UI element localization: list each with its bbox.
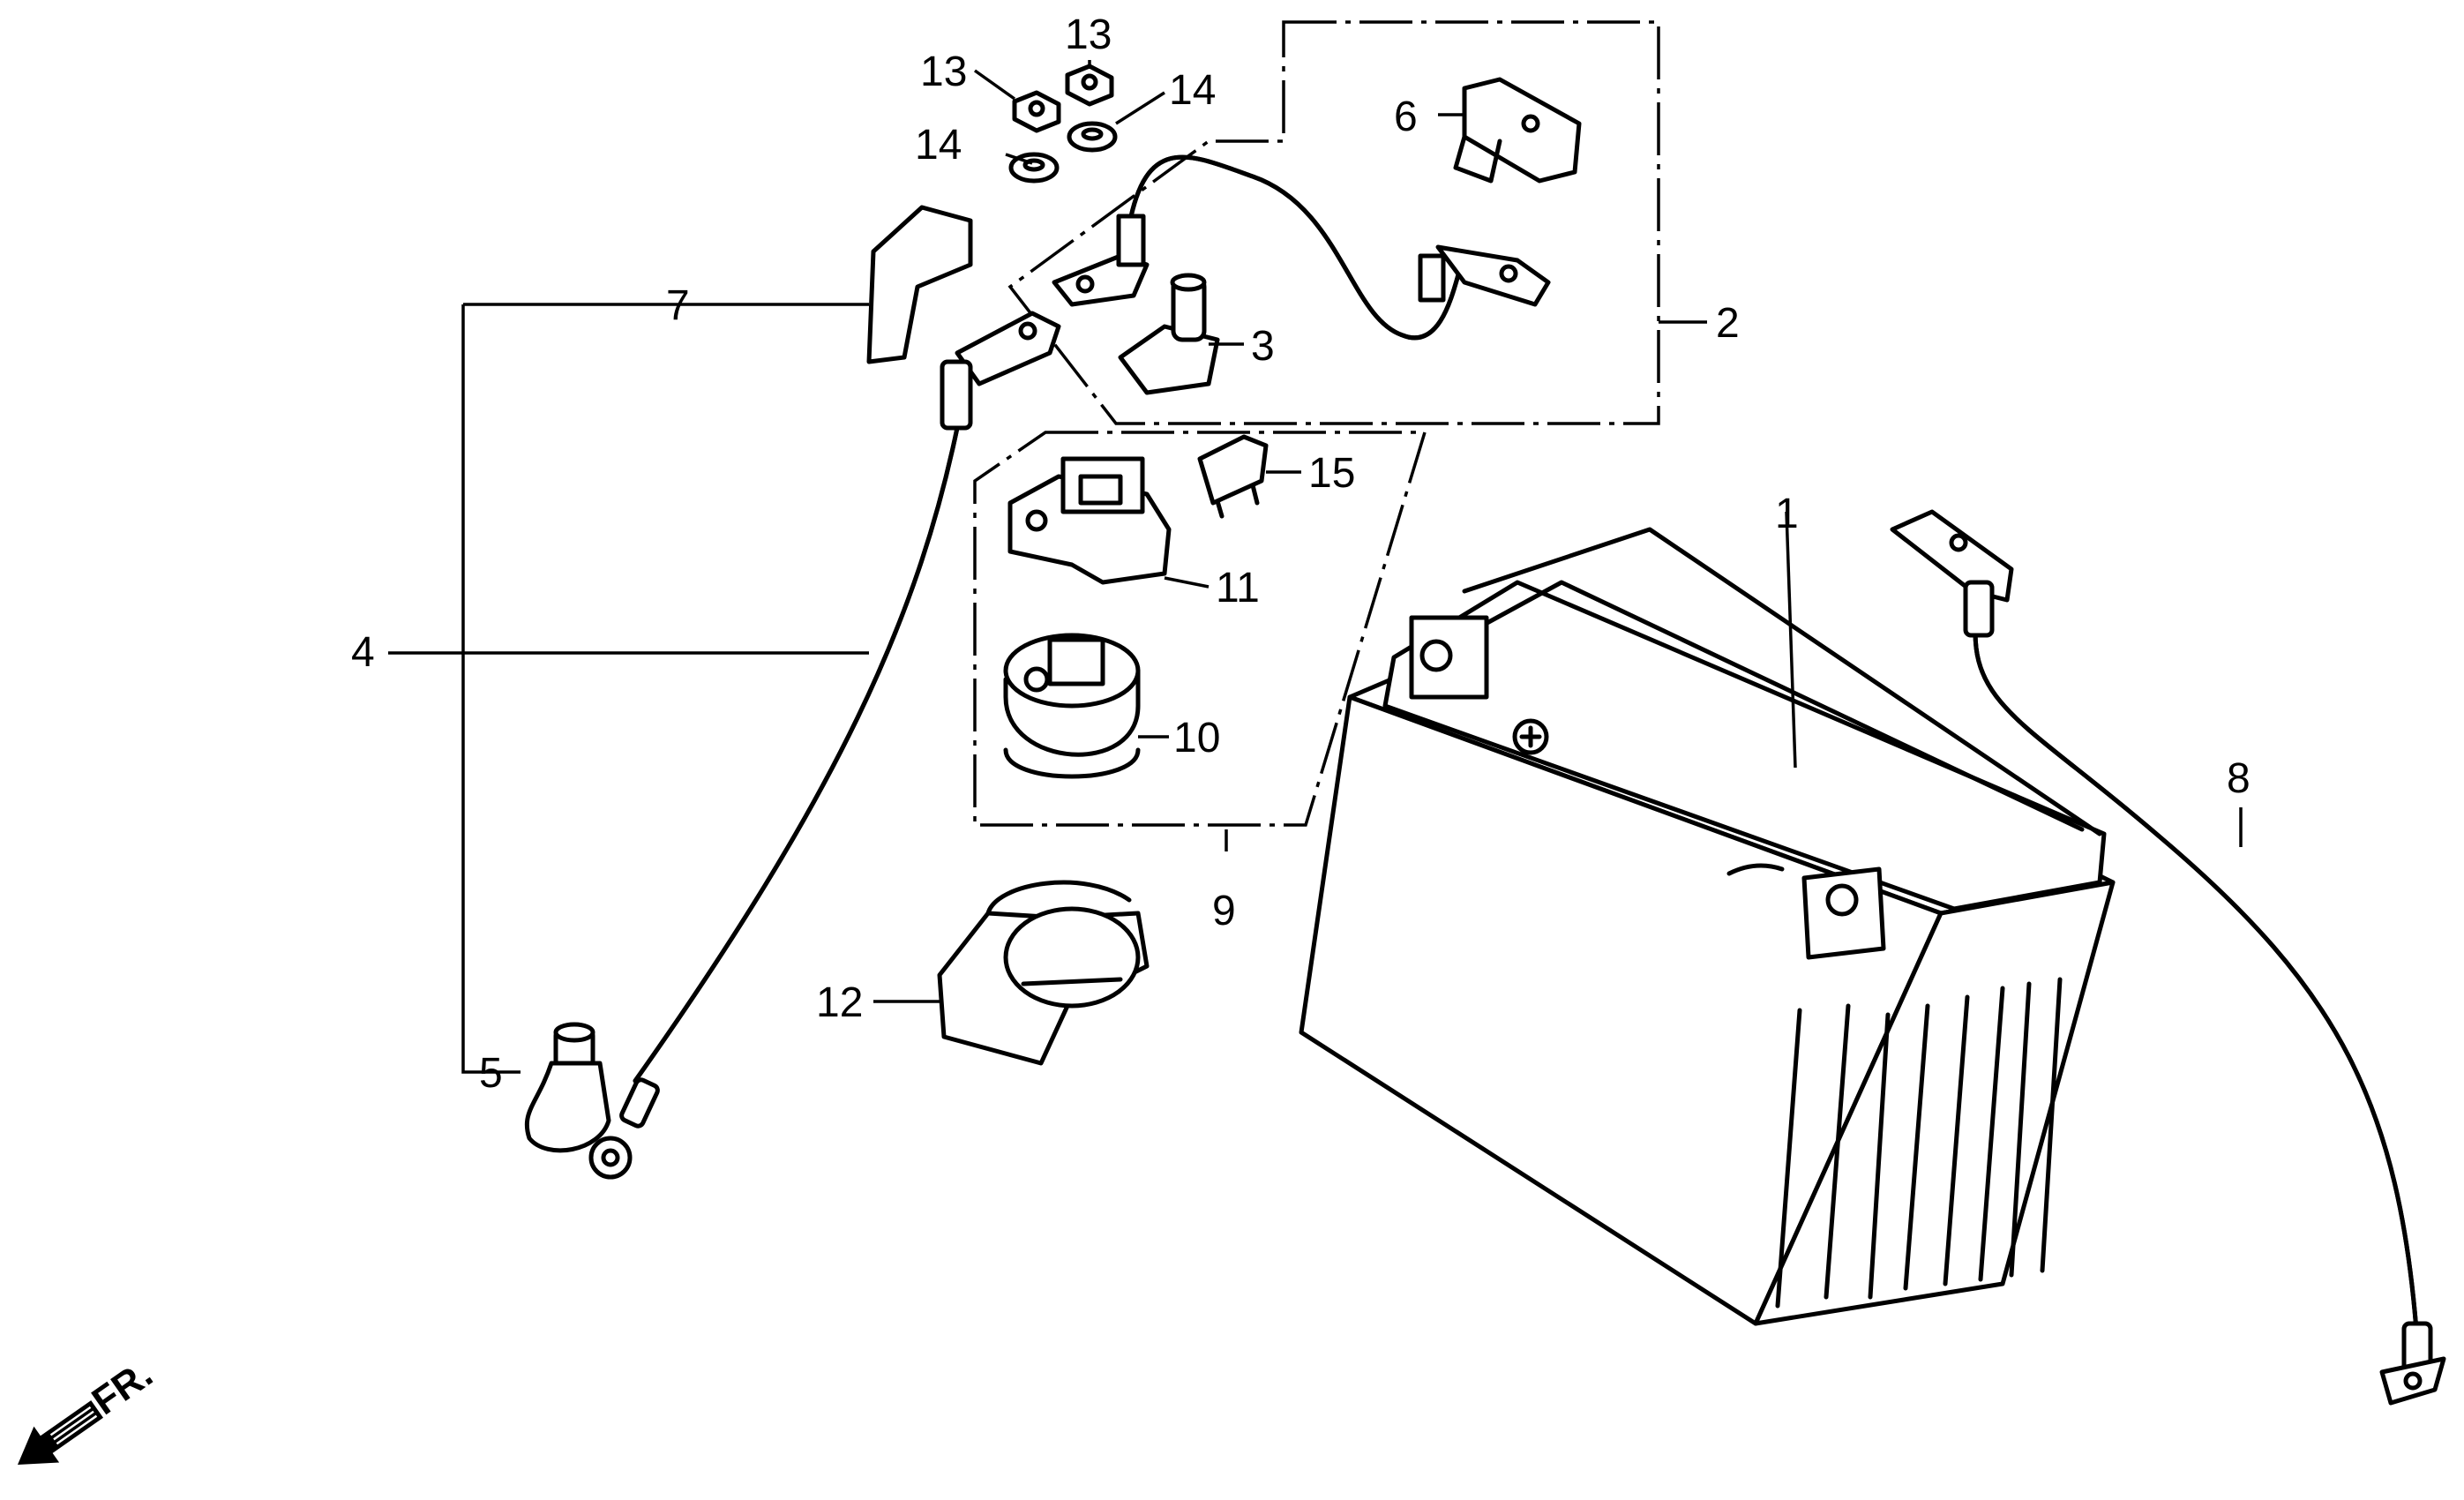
leader-lines xyxy=(388,60,2243,1074)
callouts: 1 2 3 4 5 6 7 8 9 10 11 12 13 13 14 14 1… xyxy=(351,11,2251,1097)
callout-11: 11 xyxy=(1216,565,1260,611)
relay-cover-11 xyxy=(1007,456,1172,585)
callout-14-right: 14 xyxy=(1169,67,1216,114)
ground-cable xyxy=(1890,509,2446,1406)
terminal-cover-7 xyxy=(866,205,973,364)
relay-cover-12 xyxy=(937,880,1150,1066)
starter-relay-switch-10 xyxy=(1003,633,1141,779)
callout-3: 3 xyxy=(1251,323,1275,370)
callout-14-left: 14 xyxy=(915,122,962,169)
terminal-cover-3 xyxy=(1118,273,1220,395)
positive-cable xyxy=(1052,154,1551,341)
nut-13-b xyxy=(1065,64,1114,107)
front-direction-marker: FR. xyxy=(18,1352,161,1465)
battery xyxy=(1299,527,2116,1326)
washer-14-b xyxy=(1067,121,1118,153)
main-fuse-15 xyxy=(1197,434,1269,519)
terminal-cover-6 xyxy=(1453,77,1582,184)
terminal-boot-5 xyxy=(524,1022,611,1153)
group-box-starter-relay-9 xyxy=(973,431,1427,827)
callout-1: 1 xyxy=(1775,491,1799,537)
callout-4: 4 xyxy=(351,629,375,676)
callout-10: 10 xyxy=(1173,715,1220,761)
callout-8: 8 xyxy=(2227,755,2251,802)
callout-7: 7 xyxy=(666,282,690,329)
callout-9: 9 xyxy=(1212,888,1236,934)
negative-cable xyxy=(588,311,1061,1180)
callout-13-top: 13 xyxy=(1065,11,1112,58)
callout-12: 12 xyxy=(816,979,863,1026)
callout-2: 2 xyxy=(1716,300,1740,347)
callout-13-left: 13 xyxy=(920,49,967,95)
group-box-positive-cable-2 xyxy=(1007,20,1660,425)
callout-15: 15 xyxy=(1308,450,1355,497)
arrow-front-icon xyxy=(18,1400,103,1465)
callout-5: 5 xyxy=(479,1050,503,1097)
callout-6: 6 xyxy=(1394,94,1418,140)
nut-13-a xyxy=(1012,90,1061,133)
